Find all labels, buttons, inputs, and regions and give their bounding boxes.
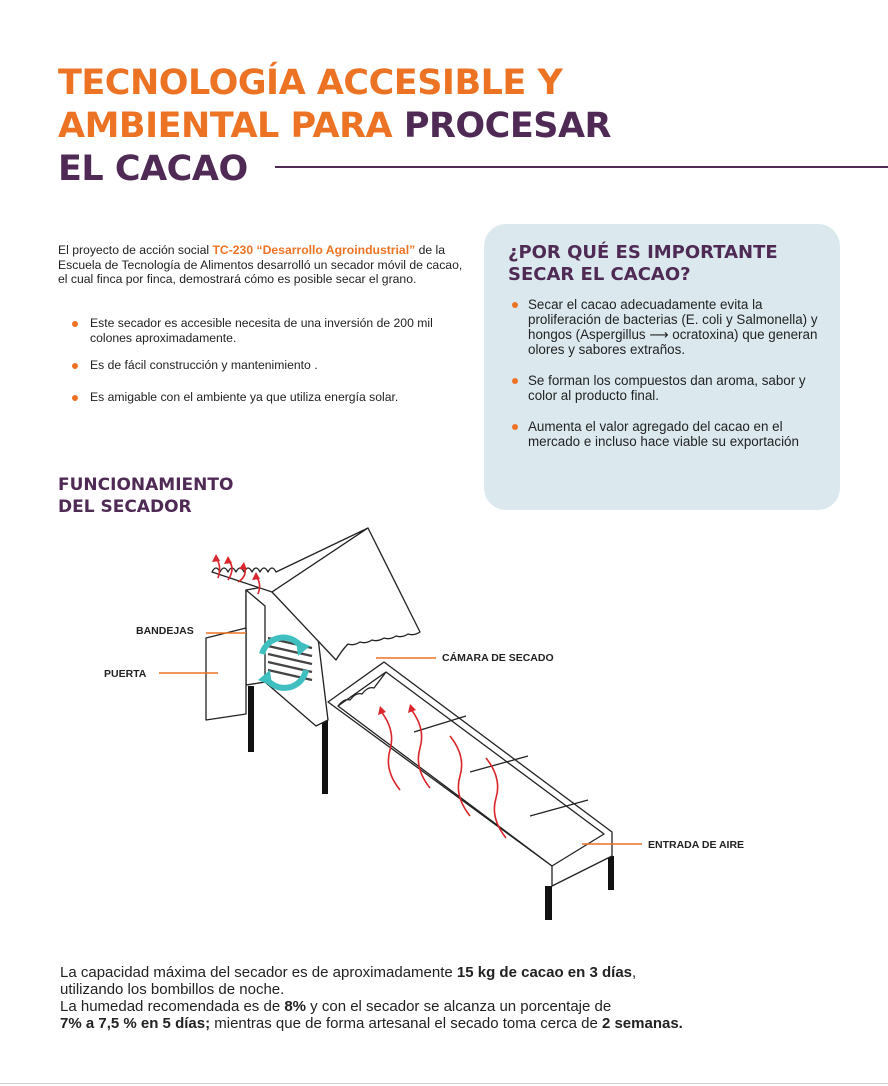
why-title: ¿POR QUÉ ES IMPORTANTE SECAR EL CACAO? [508, 242, 778, 285]
collector-wave-edge [337, 671, 387, 707]
label-entrada-aire: ENTRADA DE AIRE [648, 839, 744, 851]
benefit-text: Es de fácil construcción y mantenimiento… [90, 358, 318, 372]
why-important-box [484, 224, 840, 510]
summary-text: , [632, 964, 637, 981]
dryer-diagram: BANDEJAS PUERTA CÁMARA DE SECADO ENTRADA… [104, 527, 744, 920]
dryer-leg [545, 886, 552, 920]
list-item: Secar el cacao adecuadamente evita la pr… [512, 297, 827, 357]
summary-paragraph: La capacidad máxima del secador es de ap… [60, 964, 850, 1032]
dryer-leg [248, 686, 254, 752]
refresh-cycle-arrowheads [258, 640, 310, 686]
intro-project-highlight: TC-230 “Desarrollo Agroindustrial” [212, 243, 416, 257]
title-line-1: TECNOLOGÍA ACCESIBLE Y [58, 63, 563, 103]
why-text: Aumenta el valor agregado del cacao en e… [528, 419, 799, 449]
why-text: Se forman los compuestos dan aroma, sabo… [528, 373, 806, 403]
list-item: Es de fácil construcción y mantenimiento… [72, 358, 472, 373]
summary-text: La capacidad máxima del secador es de ap… [60, 964, 457, 981]
drying-chamber-front [245, 589, 266, 686]
label-camara-secado: CÁMARA DE SECADO [442, 651, 554, 664]
title-rule [275, 166, 888, 168]
list-item: Se forman los compuestos dan aroma, sabo… [512, 373, 827, 403]
title-line-3: EL CACAO [58, 149, 248, 189]
bullet-dot-icon [512, 424, 518, 430]
funcionamiento-line-1: FUNCIONAMIENTO [58, 475, 234, 495]
dryer-leg [322, 720, 328, 794]
collector-roof [271, 527, 421, 661]
label-puerta: PUERTA [104, 668, 147, 680]
summary-bold: 8% [284, 998, 307, 1015]
hot-air-arrowheads [212, 554, 416, 715]
bullet-dot-icon [512, 302, 518, 308]
title-line-2b: PROCESAR [403, 106, 612, 146]
dryer-door [205, 627, 247, 721]
label-bandejas: BANDEJAS [136, 625, 194, 637]
list-item: Es amigable con el ambiente ya que utili… [72, 390, 472, 405]
list-item: Este secador es accesible necesita de un… [72, 316, 472, 345]
summary-text: y con el secador se alcanza un porcentaj… [306, 998, 612, 1015]
benefit-text: Este secador es accesible necesita de un… [90, 316, 433, 345]
summary-text: La humedad recomendada es de [60, 998, 285, 1015]
why-text: Secar el cacao adecuadamente evita la pr… [528, 297, 818, 357]
intro-pre: El proyecto de acción social [58, 243, 213, 257]
summary-bold: 7% a 7,5 % en 5 días; [60, 1015, 211, 1032]
why-list: Secar el cacao adecuadamente evita la pr… [512, 297, 827, 449]
summary-text: mientras que de forma artesanal el secad… [210, 1015, 602, 1032]
funcionamiento-title: FUNCIONAMIENTO DEL SECADOR [58, 474, 233, 518]
bullet-dot-icon [72, 321, 78, 327]
title-line-2a: AMBIENTAL PARA [58, 106, 404, 146]
dryer-leg [608, 856, 614, 890]
summary-bold: 15 kg de cacao en 3 días [456, 964, 632, 981]
page-bottom-line [0, 1083, 888, 1084]
collector-inner [337, 671, 605, 867]
list-item: Aumenta el valor agregado del cacao en e… [512, 419, 827, 449]
page-title: TECNOLOGÍA ACCESIBLE Y AMBIENTAL PARA PR… [58, 62, 612, 191]
intro-paragraph: El proyecto de acción social TC-230 “Des… [58, 243, 468, 287]
bullet-dot-icon [72, 363, 78, 369]
funcionamiento-line-2: DEL SECADOR [58, 497, 192, 517]
intro-post: de la Escuela de Tecnología de Alimentos… [58, 243, 463, 286]
label-leaders [159, 632, 642, 845]
benefits-list: Este secador es accesible necesita de un… [72, 316, 472, 404]
summary-bold: 2 semanas. [601, 1015, 683, 1032]
summary-text: utilizando los bombillos de noche. [60, 981, 285, 998]
benefit-text: Es amigable con el ambiente ya que utili… [90, 389, 399, 404]
bullet-dot-icon [72, 394, 78, 401]
bullet-dot-icon [512, 378, 518, 384]
